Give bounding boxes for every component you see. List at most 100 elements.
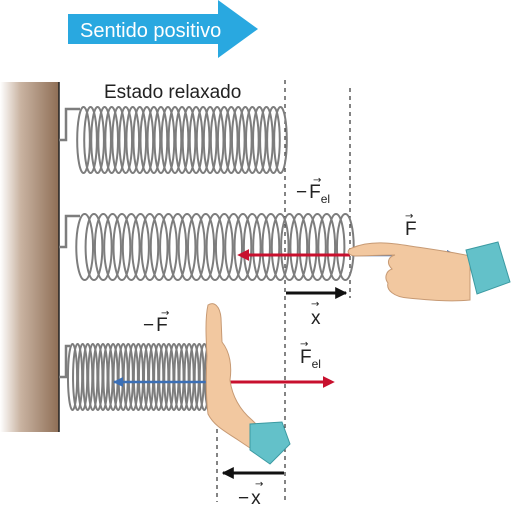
spring-coil	[97, 343, 109, 411]
banner-label: Sentido positivo	[80, 20, 221, 42]
svg-text:−x: −x	[238, 488, 261, 508]
spring-coil	[112, 213, 132, 281]
spring-coil	[139, 106, 155, 174]
spring-coil	[149, 213, 169, 281]
label-neg-F-el-subscript: el	[321, 192, 330, 206]
spring-coil	[127, 343, 139, 411]
spring-coil	[160, 106, 176, 174]
banner-arrow-shape	[68, 0, 258, 58]
spring-coil	[174, 106, 190, 174]
pulling-hand-sleeve	[465, 241, 511, 295]
label-F-el-subscript: el	[312, 357, 321, 371]
spring-coil	[132, 106, 148, 174]
spring-coil	[214, 213, 234, 281]
spring-coil	[82, 343, 94, 411]
label-neg-x-symbol: x	[251, 488, 261, 508]
spring-coil	[143, 343, 155, 411]
spring-coil	[76, 106, 91, 174]
svg-text:Fel: Fel	[300, 347, 321, 371]
spring-coil	[289, 213, 309, 281]
spring-coil	[140, 213, 160, 281]
spring-coil	[187, 213, 206, 281]
spring-coil	[317, 213, 337, 281]
svg-text:→: →	[311, 299, 319, 310]
spring-coil	[188, 343, 200, 411]
spring-coil	[77, 343, 89, 411]
spring-coil	[209, 106, 225, 174]
spring-coil	[87, 343, 99, 411]
svg-text:−F: −F	[143, 315, 168, 336]
label-neg-F-el-sign: −	[296, 182, 307, 203]
relaxed-state-caption: Estado relaxado	[104, 82, 241, 103]
spring-coil	[181, 106, 197, 174]
label-neg-x: −x →	[238, 479, 263, 508]
spring-coil	[103, 213, 122, 281]
label-neg-F-symbol: F	[156, 315, 168, 336]
spring-coil	[237, 106, 253, 174]
spring-coil	[92, 343, 104, 411]
spring-mount	[59, 107, 80, 142]
spring-coil	[125, 106, 141, 174]
spring-coil	[266, 106, 281, 174]
spring-coil	[146, 106, 162, 174]
spring-coil	[122, 343, 134, 411]
spring-coil	[216, 106, 232, 174]
spring-coil	[158, 343, 170, 411]
label-F: F →	[405, 211, 417, 240]
label-neg-F: −F →	[143, 308, 169, 336]
spring-coil	[223, 106, 239, 174]
svg-text:→: →	[313, 175, 321, 186]
spring-coil	[178, 343, 190, 411]
spring-coil	[326, 213, 346, 281]
spring-coil	[121, 213, 141, 281]
spring-coil	[84, 213, 104, 281]
spring-coil	[280, 213, 299, 281]
svg-text:→: →	[300, 339, 308, 350]
spring-coil	[205, 213, 225, 281]
spring-coil	[159, 213, 178, 281]
spring-coil	[118, 106, 134, 174]
svg-text:→: →	[161, 308, 169, 319]
spring-coil	[131, 213, 150, 281]
svg-text:−Fel: −Fel	[296, 182, 330, 206]
label-neg-x-sign: −	[238, 488, 249, 508]
spring-coil	[230, 106, 246, 174]
spring-coil	[196, 213, 216, 281]
spring-coil	[298, 213, 318, 281]
label-neg-F-el: −Fel →	[296, 175, 330, 206]
svg-text:→: →	[405, 211, 413, 222]
spring-coil	[259, 106, 274, 174]
spring-coil	[193, 343, 205, 411]
spring-coil	[93, 213, 113, 281]
pushing-hand-sleeve	[249, 421, 291, 465]
spring-coil	[72, 343, 84, 411]
spring-coil	[153, 343, 165, 411]
spring-coil	[167, 106, 183, 174]
spring-coil	[83, 106, 98, 174]
spring-coil	[261, 213, 281, 281]
pushing-hand	[205, 303, 291, 465]
label-neg-F-el-symbol: F	[309, 182, 321, 203]
compressed-spring	[59, 343, 221, 411]
relaxed-spring	[59, 106, 288, 174]
spring-coil	[137, 343, 150, 411]
spring-coil	[245, 106, 260, 174]
spring-coil	[188, 106, 204, 174]
pulling-hand	[347, 241, 511, 302]
spring-coil	[90, 106, 105, 174]
stretched-spring	[59, 213, 355, 281]
spring-coil	[177, 213, 197, 281]
svg-text:→: →	[255, 479, 263, 490]
positive-direction-banner: Sentido positivo	[68, 0, 258, 58]
spring-coil	[308, 213, 327, 281]
spring-coil	[111, 106, 127, 174]
label-F-el: Fel →	[300, 339, 321, 371]
spring-coil	[202, 106, 218, 174]
spring-coil	[173, 343, 185, 411]
spring-coil	[233, 213, 253, 281]
spring-mount	[59, 214, 80, 249]
spring-coil	[273, 106, 288, 174]
wall	[0, 82, 60, 432]
spring-coil	[195, 106, 211, 174]
